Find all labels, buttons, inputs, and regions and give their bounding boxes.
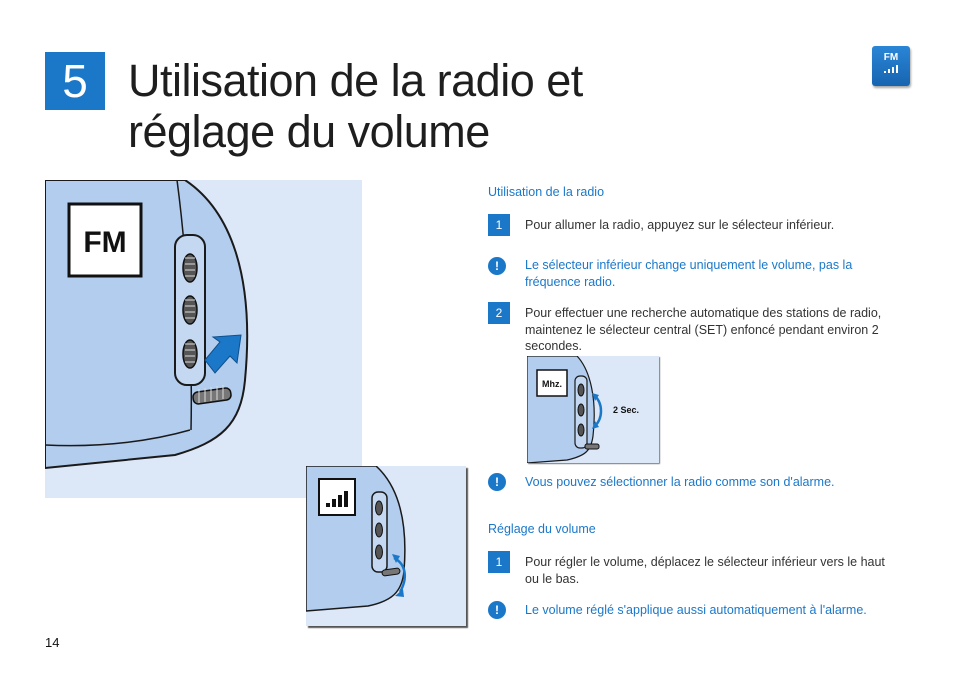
signal-bars-icon: [884, 65, 898, 73]
volume-illustration: [306, 466, 466, 626]
set-illustration: Mhz. 2 Sec.: [527, 356, 659, 463]
step-number: 2: [488, 302, 510, 324]
step-text: Pour effectuer une recherche automatique…: [525, 306, 882, 353]
title-line-2: réglage du volume: [128, 106, 490, 157]
warning-icon: !: [488, 257, 506, 275]
fm-badge: FM: [872, 46, 910, 86]
hold-duration-label: 2 Sec.: [613, 405, 639, 415]
warning-icon: !: [488, 473, 506, 491]
page-number: 14: [45, 635, 60, 650]
chapter-number: 5: [45, 52, 105, 110]
step-text: Pour allumer la radio, appuyez sur le sé…: [525, 218, 835, 232]
section-title-volume: Réglage du volume: [488, 522, 596, 536]
arrow-icon: [204, 334, 242, 374]
title-line-1: Utilisation de la radio et: [128, 55, 583, 106]
note-text: Le sélecteur inférieur change uniquement…: [525, 258, 853, 289]
mhz-label: Mhz.: [542, 379, 562, 389]
warning-icon: !: [488, 601, 506, 619]
section-title-radio: Utilisation de la radio: [488, 185, 605, 199]
step-number: 1: [488, 551, 510, 573]
note-text: Vous pouvez sélectionner la radio comme …: [525, 475, 835, 489]
hold-arrow-icon: [594, 395, 603, 427]
fm-label: FM: [83, 226, 126, 259]
page-title: Utilisation de la radio et réglage du vo…: [128, 55, 583, 157]
antenna: [192, 385, 232, 405]
note-text: Le volume réglé s'applique aussi automat…: [525, 603, 867, 617]
step-text: Pour régler le volume, déplacez le sélec…: [525, 555, 885, 586]
selector-top: [182, 253, 198, 283]
radio-illustration: FM: [45, 180, 362, 498]
fm-label-box: [67, 202, 143, 278]
step-number: 1: [488, 214, 510, 236]
selector-bottom: [182, 339, 198, 369]
signal-bars-icon: [326, 491, 348, 507]
fm-badge-label: FM: [883, 52, 899, 63]
selector-middle: [182, 295, 198, 325]
